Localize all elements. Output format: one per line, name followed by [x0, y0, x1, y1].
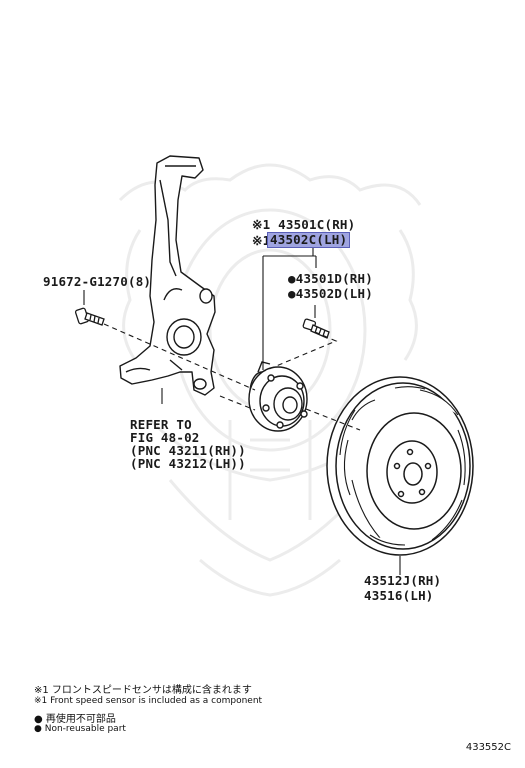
bolt-part-number: 91672-G1270(8) — [43, 274, 152, 289]
figure-code: 433552C — [465, 742, 511, 753]
refer-fig-line: FIG 48-02 — [130, 430, 200, 445]
hub-stud-bolt — [302, 318, 330, 339]
stud-rh-part-number: ●43501D(RH) — [288, 271, 373, 286]
legend-nonreusable-english: ● Non-reusable part — [34, 724, 126, 734]
hub-lh-part-number-highlighted[interactable]: 43502C(LH) — [266, 232, 351, 248]
steering-knuckle — [119, 155, 216, 396]
refer-to-line: REFER TO — [130, 417, 192, 432]
hub-bearing-assembly — [248, 361, 308, 432]
stud-lh-part-number: ●43502D(LH) — [288, 286, 373, 301]
rotor-rh-part-number: 43512J(RH) — [364, 573, 442, 588]
leader-lines — [83, 246, 401, 575]
rotor-lh-part-number: 43516(LH) — [364, 588, 434, 603]
knuckle-bolt — [74, 307, 105, 326]
legend-note-japanese: ※1 フロントスピードセンサは構成に含まれます — [34, 685, 252, 696]
dashed-alignment-lines — [103, 323, 361, 431]
legend-note-english: ※1 Front speed sensor is included as a c… — [34, 696, 263, 706]
refer-pnc-lh-line: (PNC 43212(LH)) — [130, 456, 246, 471]
hub-rh-part-number: ※1 43501C(RH) — [252, 217, 356, 232]
brake-disc-rotor — [326, 376, 474, 556]
refer-pnc-rh-line: (PNC 43211(RH)) — [130, 443, 246, 458]
legend-nonreusable-japanese: ● 再使用不可部品 — [34, 714, 116, 725]
hub-lh-marker: ※1 — [252, 233, 271, 248]
